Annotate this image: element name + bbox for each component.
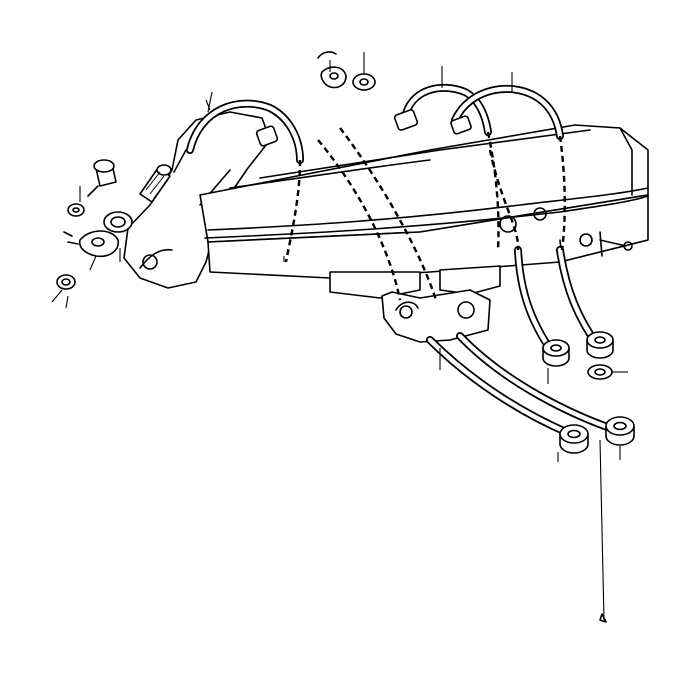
washer-top	[352, 73, 376, 91]
stud	[139, 164, 172, 203]
washer	[67, 203, 85, 217]
throttle-body	[381, 289, 491, 343]
bolt	[87, 159, 117, 197]
hose-clamp-top	[317, 51, 347, 89]
washer-right	[587, 364, 613, 380]
hose-clamp-left	[63, 230, 120, 258]
vacuum-hose	[186, 83, 614, 436]
valve-cover	[199, 124, 649, 299]
rubber-grommet	[542, 331, 635, 454]
rubber-grommet-4	[605, 416, 635, 446]
rubber-grommet-1	[542, 339, 570, 367]
rubber-grommet-2	[586, 331, 614, 359]
nut	[56, 274, 76, 290]
leader-lines	[51, 52, 628, 623]
hose-clamp	[255, 109, 472, 147]
gasket	[103, 211, 133, 233]
rubber-grommet-3	[559, 424, 589, 454]
hidden-hose-sections	[284, 127, 566, 301]
